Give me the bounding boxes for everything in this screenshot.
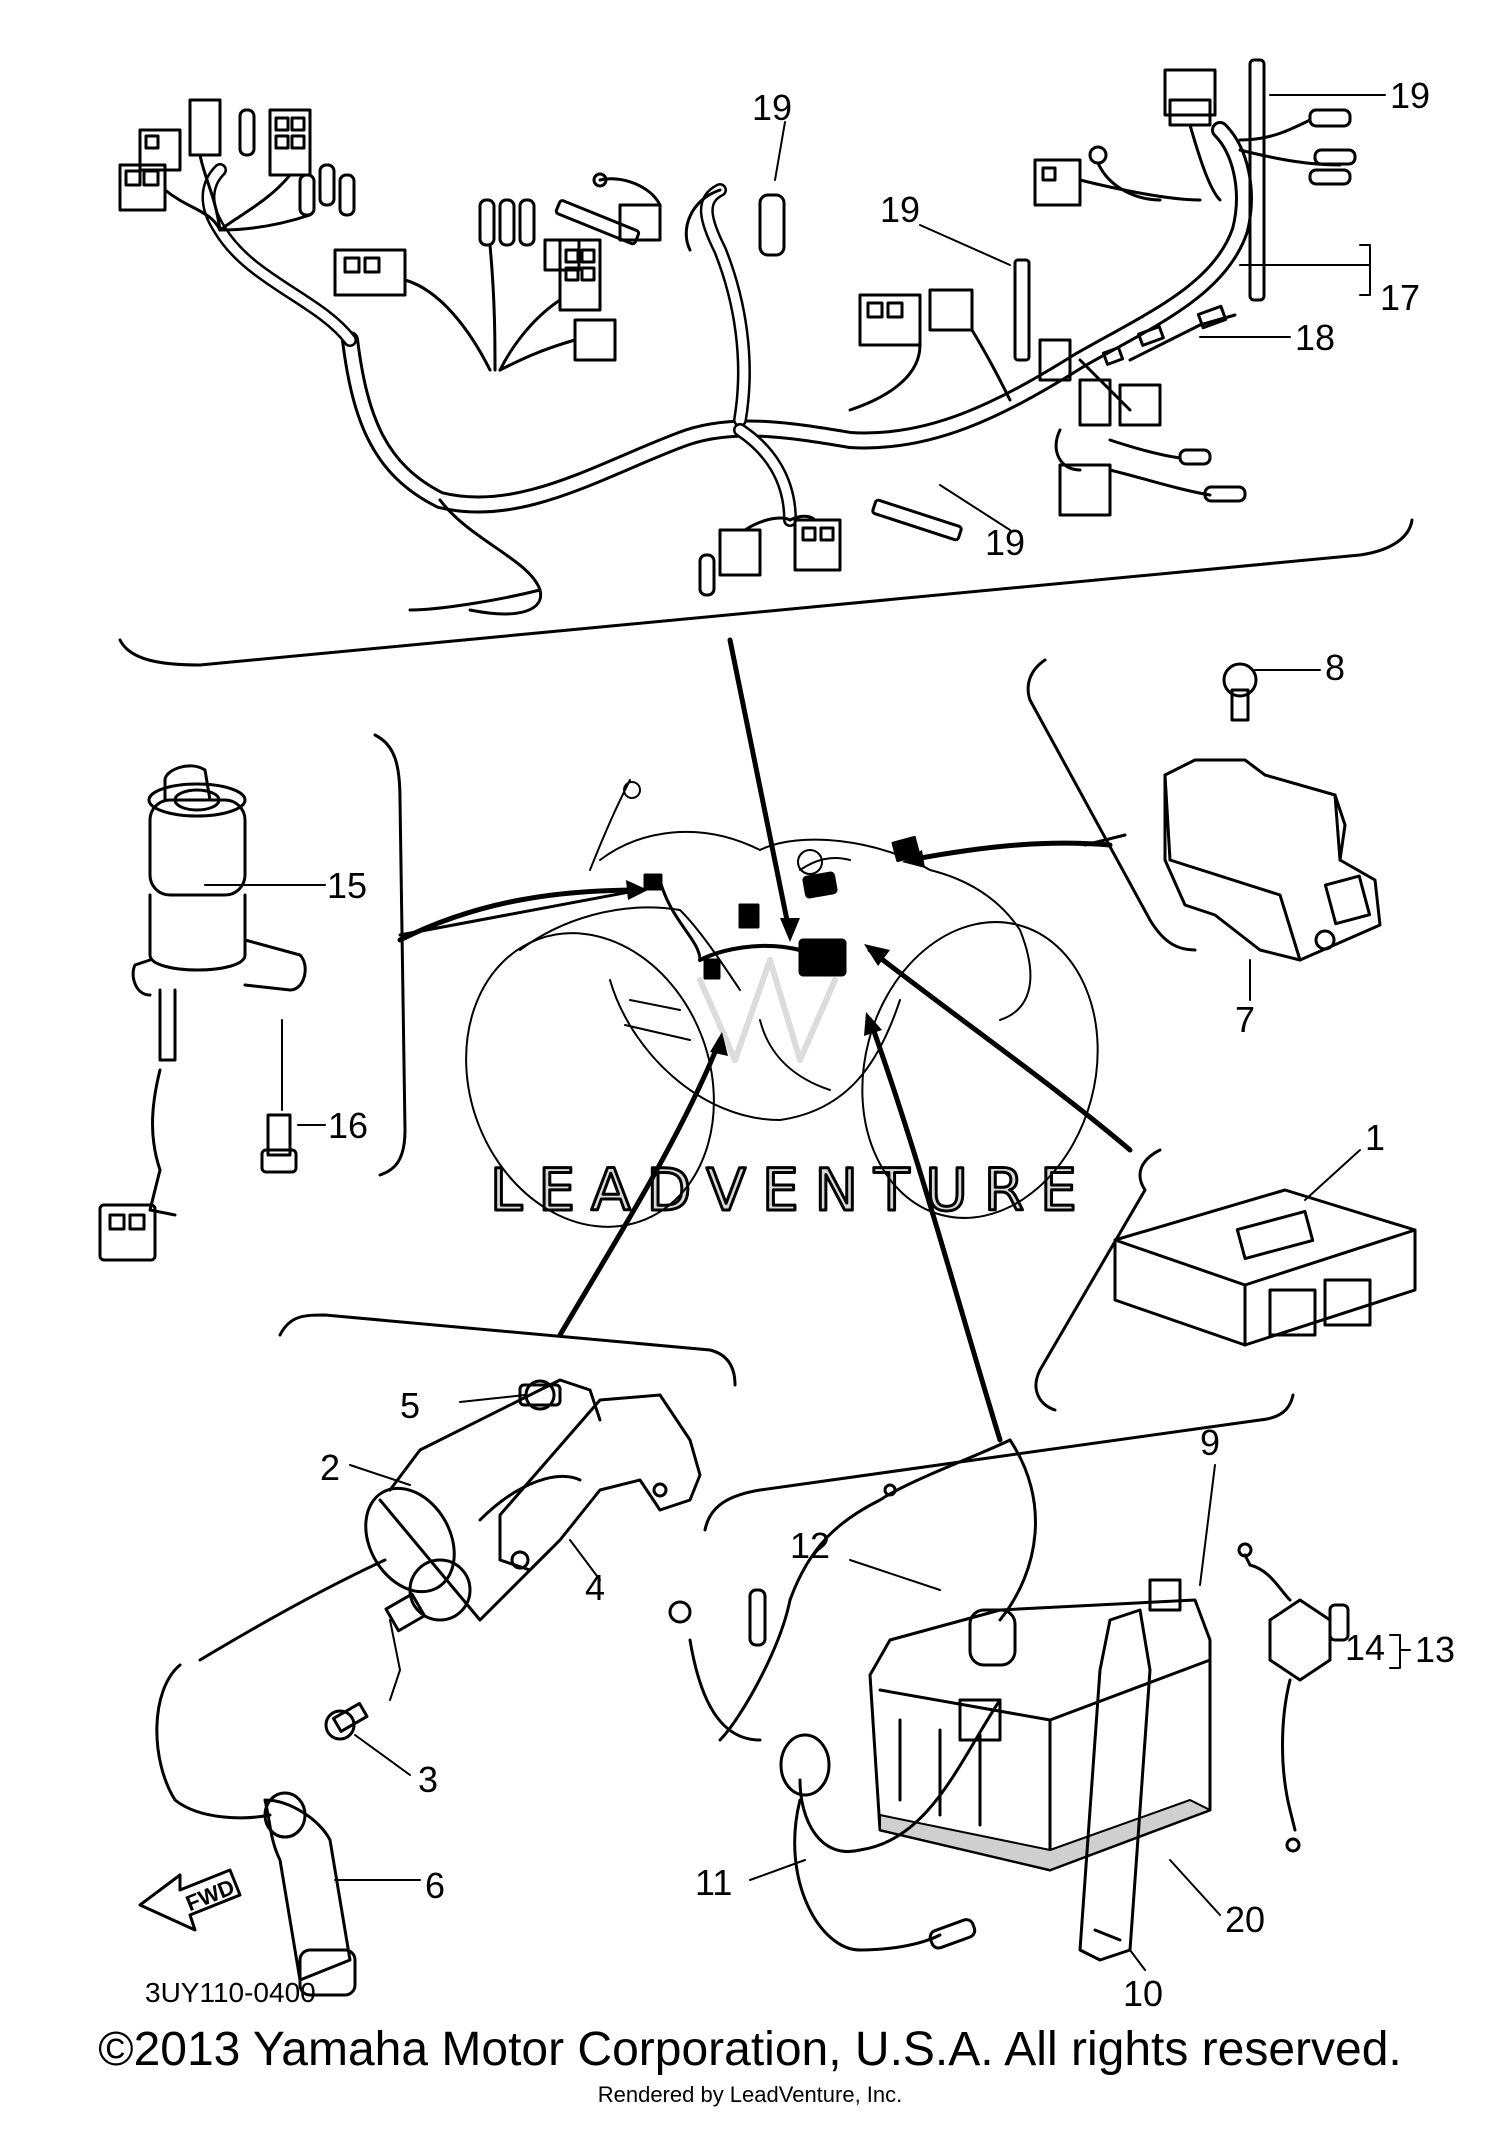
rectifier-regulator	[1163, 758, 1382, 962]
callout-14: 14	[1345, 1627, 1385, 1668]
callout-7: 7	[1235, 999, 1255, 1040]
main-switch	[98, 764, 307, 1262]
battery-band	[1078, 1608, 1152, 1962]
negative-lead	[718, 1438, 1037, 1742]
callout-16: 16	[328, 1105, 368, 1146]
callout-13: 13	[1415, 1629, 1455, 1670]
location-arrows	[397, 637, 1133, 1443]
coil-leaders	[334, 1394, 601, 1881]
rectifier-group-bracket	[1026, 658, 1197, 952]
switch-bolt	[260, 1113, 298, 1174]
wire-harness	[118, 58, 1357, 616]
fwd-label: FWD	[182, 1874, 238, 1916]
coil-bolt-3	[324, 1701, 369, 1741]
callout-4: 4	[585, 1567, 605, 1608]
callout-18: 18	[1295, 317, 1335, 358]
callout-17: 17	[1380, 277, 1420, 318]
positive-lead	[668, 1588, 1002, 1952]
starter-relay	[1237, 1542, 1350, 1853]
callout-3: 3	[418, 1759, 438, 1800]
harness-group-bracket	[118, 518, 1414, 667]
cable-tie-icon	[554, 199, 641, 246]
callout-20: 20	[1225, 1899, 1265, 1940]
battery-pad	[879, 1799, 1211, 1871]
rectifier-bolt	[1222, 662, 1258, 722]
callout-10: 10	[1123, 1973, 1163, 2014]
callout-19-a: 19	[752, 87, 792, 128]
callout-5: 5	[400, 1385, 420, 1426]
callout-12: 12	[790, 1525, 830, 1566]
callout-19-d: 19	[985, 522, 1025, 563]
watermark-text: LEADVENTURE	[490, 1156, 1093, 1224]
callout-19-b: 19	[880, 189, 920, 230]
callout-11: 11	[695, 1862, 732, 1903]
arrowheads	[626, 850, 925, 1056]
diagram-code: 3UY110-0400	[145, 1977, 316, 2008]
cdi-unit	[1113, 1188, 1417, 1347]
motorcycle-outline	[465, 779, 1099, 1228]
callout-15: 15	[327, 865, 367, 906]
battery-group-bracket	[703, 1393, 1295, 1532]
copyright-notice: ©2013 Yamaha Motor Corporation, U.S.A. A…	[98, 2023, 1402, 2076]
fwd-arrow	[138, 1868, 242, 1932]
callout-1: 1	[1365, 1117, 1385, 1158]
callout-6: 6	[425, 1865, 445, 1906]
rendered-by: Rendered by LeadVenture, Inc.	[597, 2082, 903, 2107]
callout-2: 2	[320, 1447, 340, 1488]
switch-group-bracket	[373, 733, 407, 1177]
callout-19-c: 19	[1390, 75, 1430, 116]
center-battery-mark	[798, 938, 847, 977]
cdi-group-bracket	[1034, 1148, 1162, 1412]
coil-group-bracket	[278, 1313, 737, 1387]
coil-bracket	[498, 1393, 702, 1572]
ignition-coil	[364, 1378, 602, 1633]
spark-plug-lead	[155, 1558, 387, 1997]
callout-9: 9	[1200, 1422, 1220, 1463]
battery-leaders	[749, 1464, 1411, 1971]
harness-leaders	[774, 94, 1386, 531]
callout-8: 8	[1325, 647, 1345, 688]
watermark-logo	[697, 957, 838, 1063]
